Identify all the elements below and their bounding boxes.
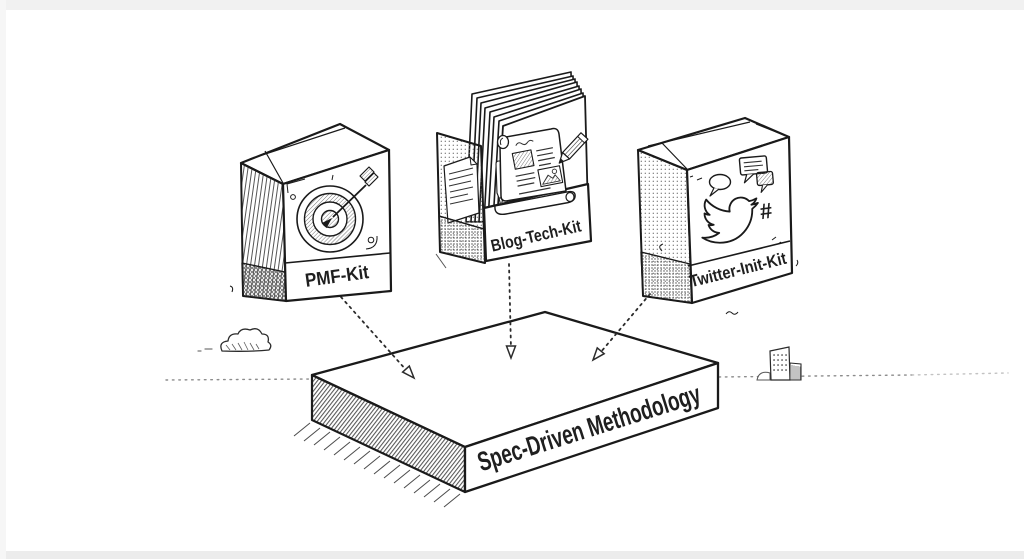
speech-bubble-lines-icon [738,155,769,184]
top-edge-band [0,0,1024,10]
speech-bubble-filled-icon [755,170,774,193]
building-sketch [756,346,802,381]
horizon-line-left [165,378,312,381]
arrowhead [505,345,517,361]
arrow-twitter-to-platform [591,293,651,362]
twitter-bird-icon [701,196,759,244]
methodology-platform: Spec-Driven Methodology [293,310,739,508]
arrowhead [591,346,606,362]
pencil-icon [558,132,589,164]
document-icon [443,156,480,224]
blog-tech-kit-box: Blog-Tech-Kit [435,71,593,269]
slab-front-face [463,361,720,494]
pmf-kit-box: PMF-Kit [229,122,393,303]
bottom-edge-band [0,551,1024,559]
left-edge-band [0,0,6,559]
scroll-article-icon [494,127,576,216]
arrow-pmf-to-platform [340,296,416,380]
horizon-line [165,372,1009,381]
blog-box-side-bottom [438,215,486,264]
horizon-line-right [718,374,913,378]
slab-shadow-hatch [293,422,461,508]
cloud-sketch [197,328,272,352]
arrowhead [401,364,416,380]
article-content [511,139,564,195]
twitter-init-kit-box: # Twitter-Init-Kit [636,116,799,305]
horizon-line-right-faded [911,372,1009,376]
tilde-doodle [725,311,739,315]
arrow-blog-to-platform [505,263,517,361]
dart-arrow-icon [321,166,379,229]
speech-bubble-oval-icon [708,173,732,197]
hashtag-icon: # [758,198,774,224]
pmf-doodles [229,174,378,293]
twitter-doodles [659,175,799,267]
